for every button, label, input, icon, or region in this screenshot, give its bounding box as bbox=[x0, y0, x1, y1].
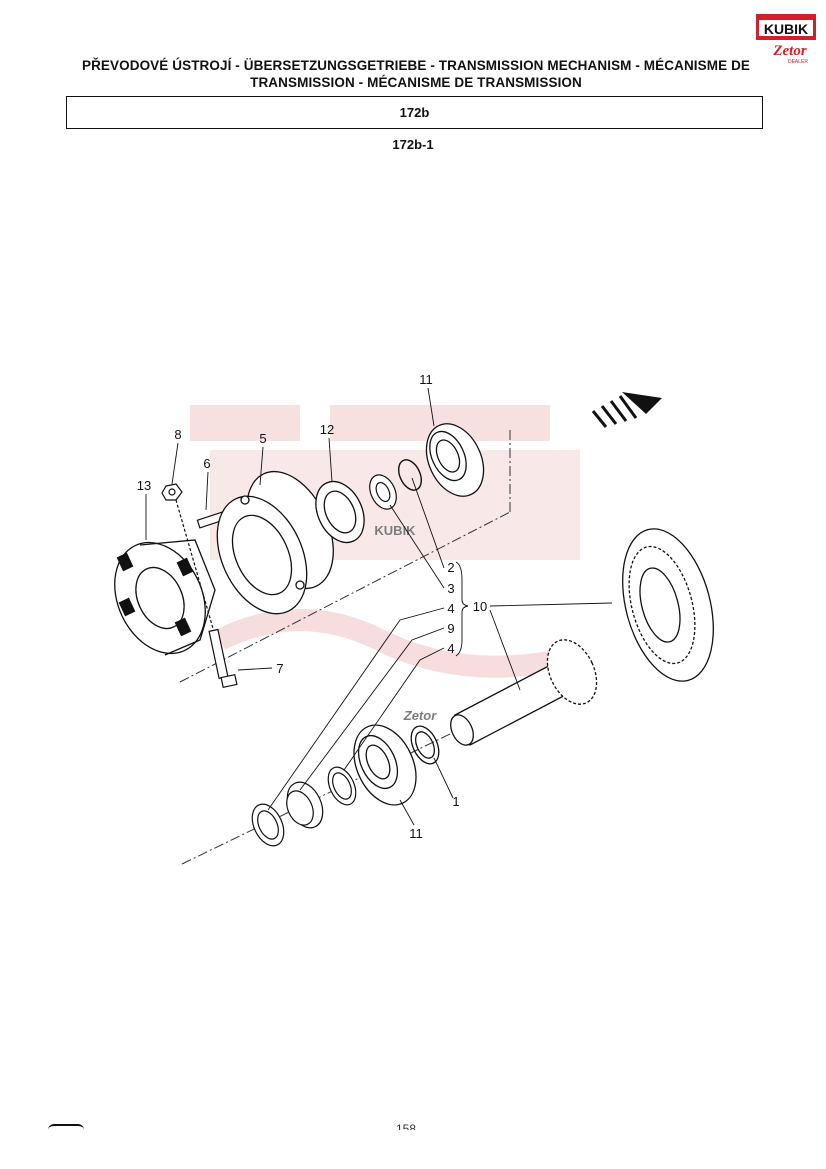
bearing-bottom-bore bbox=[365, 744, 391, 780]
leader-5 bbox=[259, 446, 264, 486]
part-9-bushing bbox=[286, 781, 324, 829]
flange-inner bbox=[135, 566, 185, 630]
part-8-nut bbox=[161, 483, 183, 501]
leader-9 bbox=[299, 627, 445, 791]
callout-13: 13 bbox=[137, 478, 151, 493]
part-11-bearing-bottom bbox=[353, 724, 417, 806]
watermark-script: Zetor bbox=[403, 708, 437, 723]
part-1-shim bbox=[410, 725, 440, 765]
slotted-nut-inner bbox=[375, 481, 391, 503]
callout-10: 10 bbox=[473, 599, 487, 614]
footer-mark bbox=[48, 1124, 84, 1136]
leader-11-top bbox=[427, 387, 435, 427]
callout-3: 3 bbox=[447, 581, 454, 596]
leader-4-lower bbox=[267, 607, 445, 811]
callout-11-top: 11 bbox=[419, 372, 433, 387]
leader-10-gear bbox=[489, 602, 613, 607]
callout-1: 1 bbox=[452, 794, 459, 809]
shim-outer bbox=[410, 725, 440, 765]
bearing-top-bore bbox=[435, 439, 461, 473]
part-4-ring-upper bbox=[327, 766, 357, 806]
logo-white-band bbox=[759, 20, 813, 36]
callout-11-bottom: 11 bbox=[409, 826, 423, 841]
arrow-stripe-4 bbox=[591, 410, 608, 428]
callout-9: 9 bbox=[447, 621, 454, 636]
ring-inner bbox=[323, 490, 357, 534]
shim-inner bbox=[414, 731, 436, 759]
axis-upper bbox=[179, 511, 511, 683]
section-id: 172b bbox=[399, 105, 430, 120]
ring-4-upper-inner bbox=[332, 772, 352, 800]
arrow-head bbox=[622, 392, 662, 414]
callout-4-second: 4 bbox=[447, 641, 454, 656]
leader-7 bbox=[237, 667, 273, 671]
leader-6 bbox=[205, 471, 209, 511]
housing-hole-2 bbox=[295, 580, 305, 590]
watermark-swoosh bbox=[215, 609, 563, 678]
callout-7: 7 bbox=[276, 661, 283, 676]
callout-5: 5 bbox=[259, 431, 266, 446]
part-10-pinion-shaft bbox=[450, 639, 598, 746]
bolt-head bbox=[220, 673, 238, 689]
crown-gear-bore bbox=[639, 567, 681, 643]
lock-washer-ring bbox=[397, 459, 423, 491]
logo-small-text: DEALER bbox=[788, 59, 808, 65]
logo-top-text: KUBIK bbox=[764, 21, 808, 37]
part-11-bearing-top bbox=[425, 423, 485, 497]
housing-bore bbox=[231, 514, 293, 596]
flange-slot-2 bbox=[118, 597, 136, 617]
leader-8 bbox=[171, 442, 179, 485]
housing-hole-1 bbox=[240, 495, 250, 505]
part-7-bolt bbox=[175, 499, 238, 689]
shaft-splined-end bbox=[450, 714, 474, 746]
leader-3 bbox=[389, 504, 445, 589]
part-12-ring bbox=[315, 480, 365, 544]
leader-lines bbox=[145, 387, 613, 826]
leader-4-upper bbox=[343, 647, 445, 771]
bolt-guide bbox=[175, 499, 215, 633]
flange-slot-4 bbox=[176, 557, 194, 577]
arrow-stripe-2 bbox=[609, 400, 628, 422]
pinion-gear bbox=[546, 639, 598, 705]
flange-slot-1 bbox=[116, 552, 134, 572]
flange-body bbox=[139, 539, 216, 656]
page-title: PŘEVODOVÉ ÚSTROJÍ - ÜBERSETZUNGSGETRIEBE… bbox=[81, 58, 751, 90]
part-2-lock-washer bbox=[397, 459, 423, 491]
leader-11-bottom bbox=[399, 799, 415, 826]
ring-4-lower-inner bbox=[257, 810, 279, 840]
bushing-inner bbox=[286, 790, 314, 826]
leader-10-shaft bbox=[489, 609, 521, 691]
part-3-slotted-nut bbox=[369, 474, 397, 510]
leader-2 bbox=[411, 477, 445, 569]
callout-6: 6 bbox=[203, 456, 210, 471]
kubik-zetor-logo: KUBIK Zetor DEALER bbox=[754, 12, 820, 66]
part-13-flange bbox=[114, 539, 216, 656]
part-4-ring-lower bbox=[251, 803, 285, 847]
watermark-bar-left bbox=[190, 405, 300, 441]
part-10-crown-gear bbox=[622, 528, 714, 682]
figure-id: 172b-1 bbox=[392, 137, 434, 152]
bracket-group bbox=[455, 561, 469, 657]
page-number: 158 bbox=[396, 1122, 417, 1130]
callout-4-first: 4 bbox=[447, 601, 454, 616]
direction-arrow bbox=[591, 392, 662, 428]
callout-2: 2 bbox=[447, 560, 454, 575]
arrow-stripe-1 bbox=[618, 395, 638, 419]
callout-8: 8 bbox=[174, 427, 181, 442]
nut-hole bbox=[168, 488, 176, 496]
part-5-housing bbox=[216, 470, 334, 615]
section-id-box: 172b bbox=[66, 96, 763, 129]
logo-script-text: Zetor bbox=[772, 43, 806, 59]
leader-12 bbox=[328, 437, 333, 483]
watermark-text: KUBIK bbox=[374, 523, 416, 538]
arrow-stripe-3 bbox=[600, 405, 618, 425]
flange-slot-3 bbox=[174, 617, 192, 637]
callout-12: 12 bbox=[320, 422, 334, 437]
leader-1 bbox=[433, 757, 454, 799]
